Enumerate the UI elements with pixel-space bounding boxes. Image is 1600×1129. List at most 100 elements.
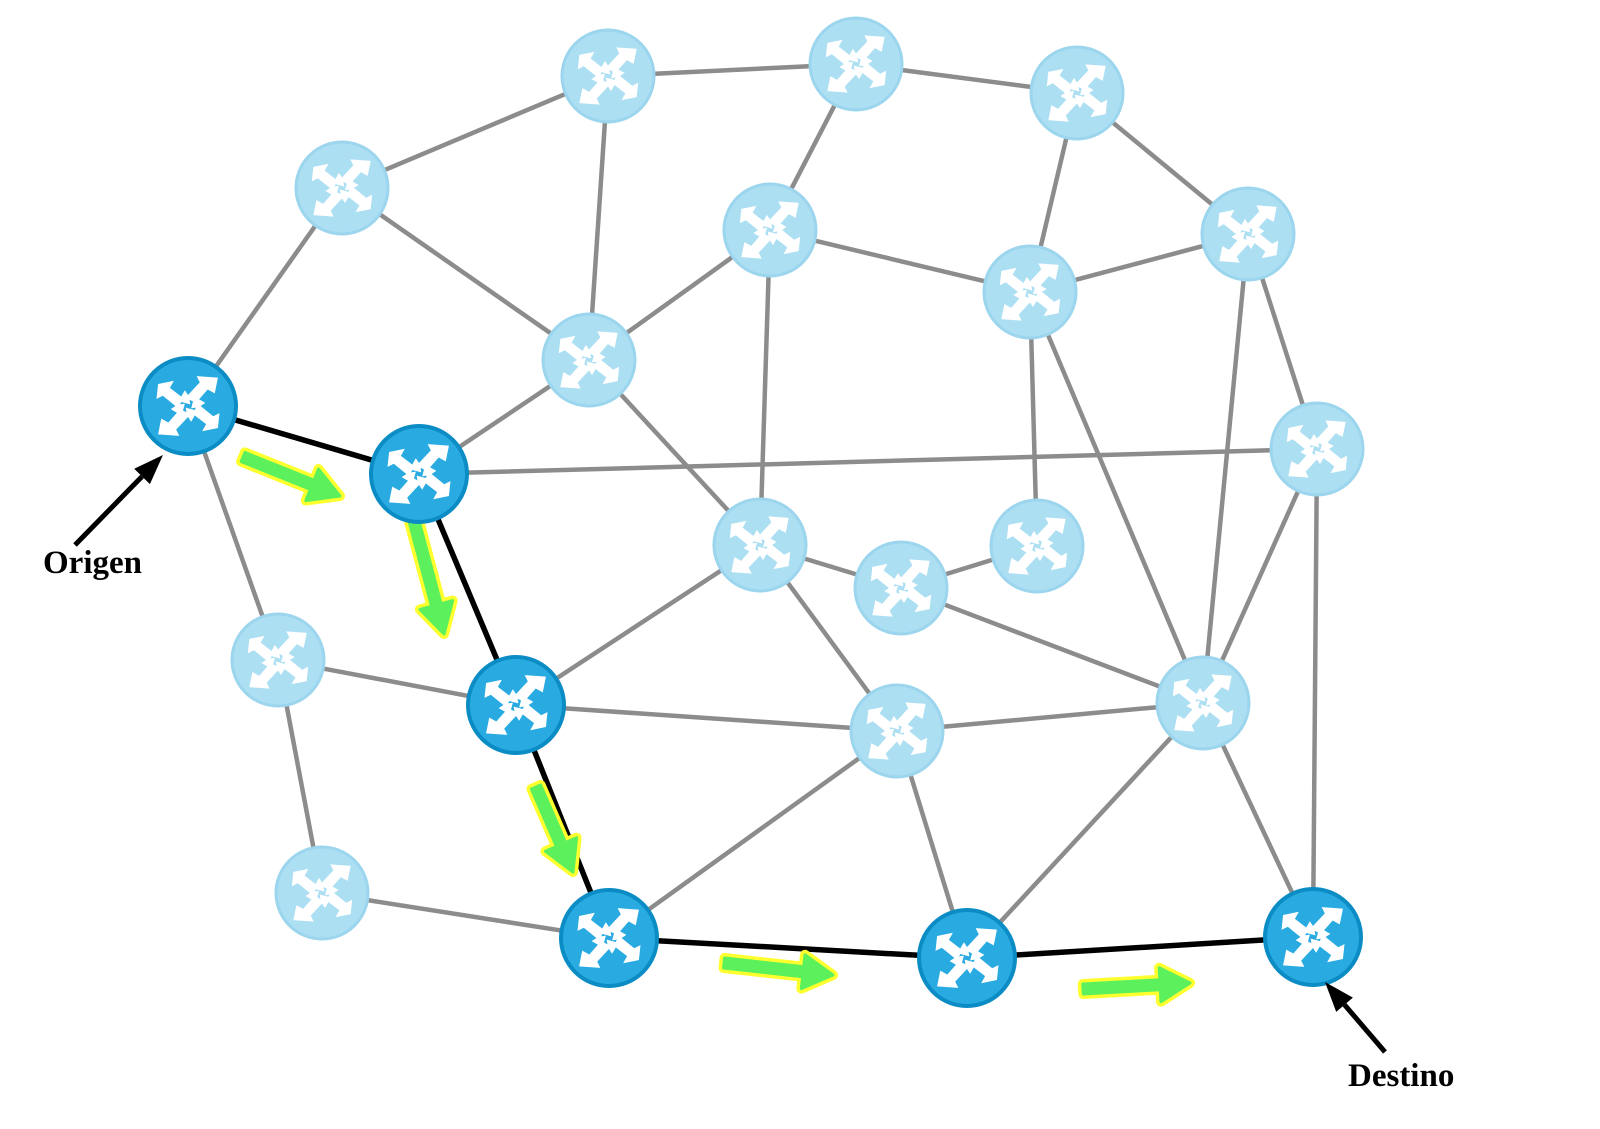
network-edge xyxy=(759,269,771,506)
network-edge xyxy=(283,699,317,854)
node-circle xyxy=(808,16,904,112)
path-edge xyxy=(650,937,926,959)
path-edge xyxy=(529,743,596,900)
node-circle xyxy=(712,497,808,593)
node-circle xyxy=(1269,401,1365,497)
router-node-active[interactable] xyxy=(1263,887,1363,987)
network-edge xyxy=(936,704,1164,730)
destination-label: Destino xyxy=(1348,1058,1454,1094)
network-edge xyxy=(1311,488,1319,896)
network-edge xyxy=(1044,328,1189,667)
network-edge xyxy=(1037,131,1070,254)
network-edge xyxy=(361,897,568,934)
network-edge xyxy=(200,445,267,623)
path-edge xyxy=(1008,936,1272,959)
node-circle xyxy=(1263,887,1363,987)
router-node[interactable] xyxy=(294,140,390,236)
network-edge xyxy=(642,753,866,915)
node-circle xyxy=(466,655,566,755)
router-node[interactable] xyxy=(1155,655,1251,751)
flow-arrow-fill xyxy=(407,518,455,636)
flow-arrow-fill xyxy=(239,450,342,503)
router-node[interactable] xyxy=(712,497,808,593)
destination-pointer xyxy=(1325,982,1387,1054)
flow-arrow-1 xyxy=(236,447,345,506)
network-edge xyxy=(550,565,728,684)
network-edge xyxy=(1217,485,1303,667)
router-node[interactable] xyxy=(982,244,1078,340)
network-edge xyxy=(895,67,1038,90)
origin-pointer xyxy=(73,455,163,547)
network-edge xyxy=(557,705,858,731)
network-edge xyxy=(1028,331,1039,507)
node-circle xyxy=(1155,655,1251,751)
router-node[interactable] xyxy=(274,845,370,941)
node-circle xyxy=(230,612,326,708)
node-circle xyxy=(1200,186,1296,282)
network-edge xyxy=(1107,117,1218,210)
flow-arrow-3 xyxy=(526,780,582,877)
router-node[interactable] xyxy=(560,28,656,124)
router-node[interactable] xyxy=(1269,401,1365,497)
pointer-arrowhead xyxy=(134,455,163,485)
network-edge xyxy=(1204,273,1247,664)
network-edge xyxy=(782,576,875,700)
node-circle xyxy=(559,888,659,988)
router-node[interactable] xyxy=(1029,45,1125,141)
pointer-line xyxy=(1342,1003,1387,1054)
router-node[interactable] xyxy=(1200,186,1296,282)
node-circle xyxy=(294,140,390,236)
edges-layer xyxy=(200,63,1319,959)
network-edge xyxy=(317,665,476,700)
node-circle xyxy=(369,424,469,524)
flow-arrow-4 xyxy=(718,949,838,994)
network-edge xyxy=(647,63,817,77)
network-edge xyxy=(374,209,557,339)
router-node-active[interactable] xyxy=(559,888,659,988)
network-edge xyxy=(211,220,321,373)
network-edge xyxy=(620,252,739,338)
router-node[interactable] xyxy=(808,16,904,112)
network-edge xyxy=(797,555,864,578)
router-node[interactable] xyxy=(989,498,1085,594)
network-edge xyxy=(808,237,992,285)
path-edge xyxy=(433,511,502,668)
flow-arrow-fill xyxy=(722,953,835,991)
router-node[interactable] xyxy=(722,182,818,278)
router-node-active[interactable] xyxy=(138,356,238,456)
flow-arrow-fill xyxy=(529,783,579,874)
network-edge xyxy=(1258,271,1307,412)
origin-label: Origen xyxy=(43,545,142,581)
node-circle xyxy=(1029,45,1125,141)
router-node[interactable] xyxy=(853,540,949,636)
network-edge xyxy=(460,447,1278,476)
router-node-active[interactable] xyxy=(369,424,469,524)
network-edge xyxy=(589,115,608,321)
flow-arrow-2 xyxy=(404,514,458,639)
flow-arrow-fill xyxy=(1081,966,1192,1004)
node-circle xyxy=(138,356,238,456)
router-node-active[interactable] xyxy=(917,908,1017,1008)
path-edge xyxy=(227,415,380,465)
node-circle xyxy=(541,312,637,408)
router-node[interactable] xyxy=(230,612,326,708)
network-edge xyxy=(938,556,1000,578)
router-node[interactable] xyxy=(541,312,637,408)
node-circle xyxy=(917,908,1017,1008)
nodes-layer xyxy=(138,16,1365,1008)
network-edge xyxy=(994,731,1177,928)
network-edge xyxy=(938,600,1166,691)
pointer-line xyxy=(73,474,144,547)
router-node-active[interactable] xyxy=(466,655,566,755)
router-node[interactable] xyxy=(849,683,945,779)
network-edge xyxy=(787,99,839,195)
network-edge xyxy=(1218,738,1297,900)
network-edge xyxy=(1068,242,1210,284)
node-circle xyxy=(722,182,818,278)
node-circle xyxy=(560,28,656,124)
network-edge xyxy=(907,768,957,919)
flow-arrows-layer xyxy=(236,447,1195,1007)
